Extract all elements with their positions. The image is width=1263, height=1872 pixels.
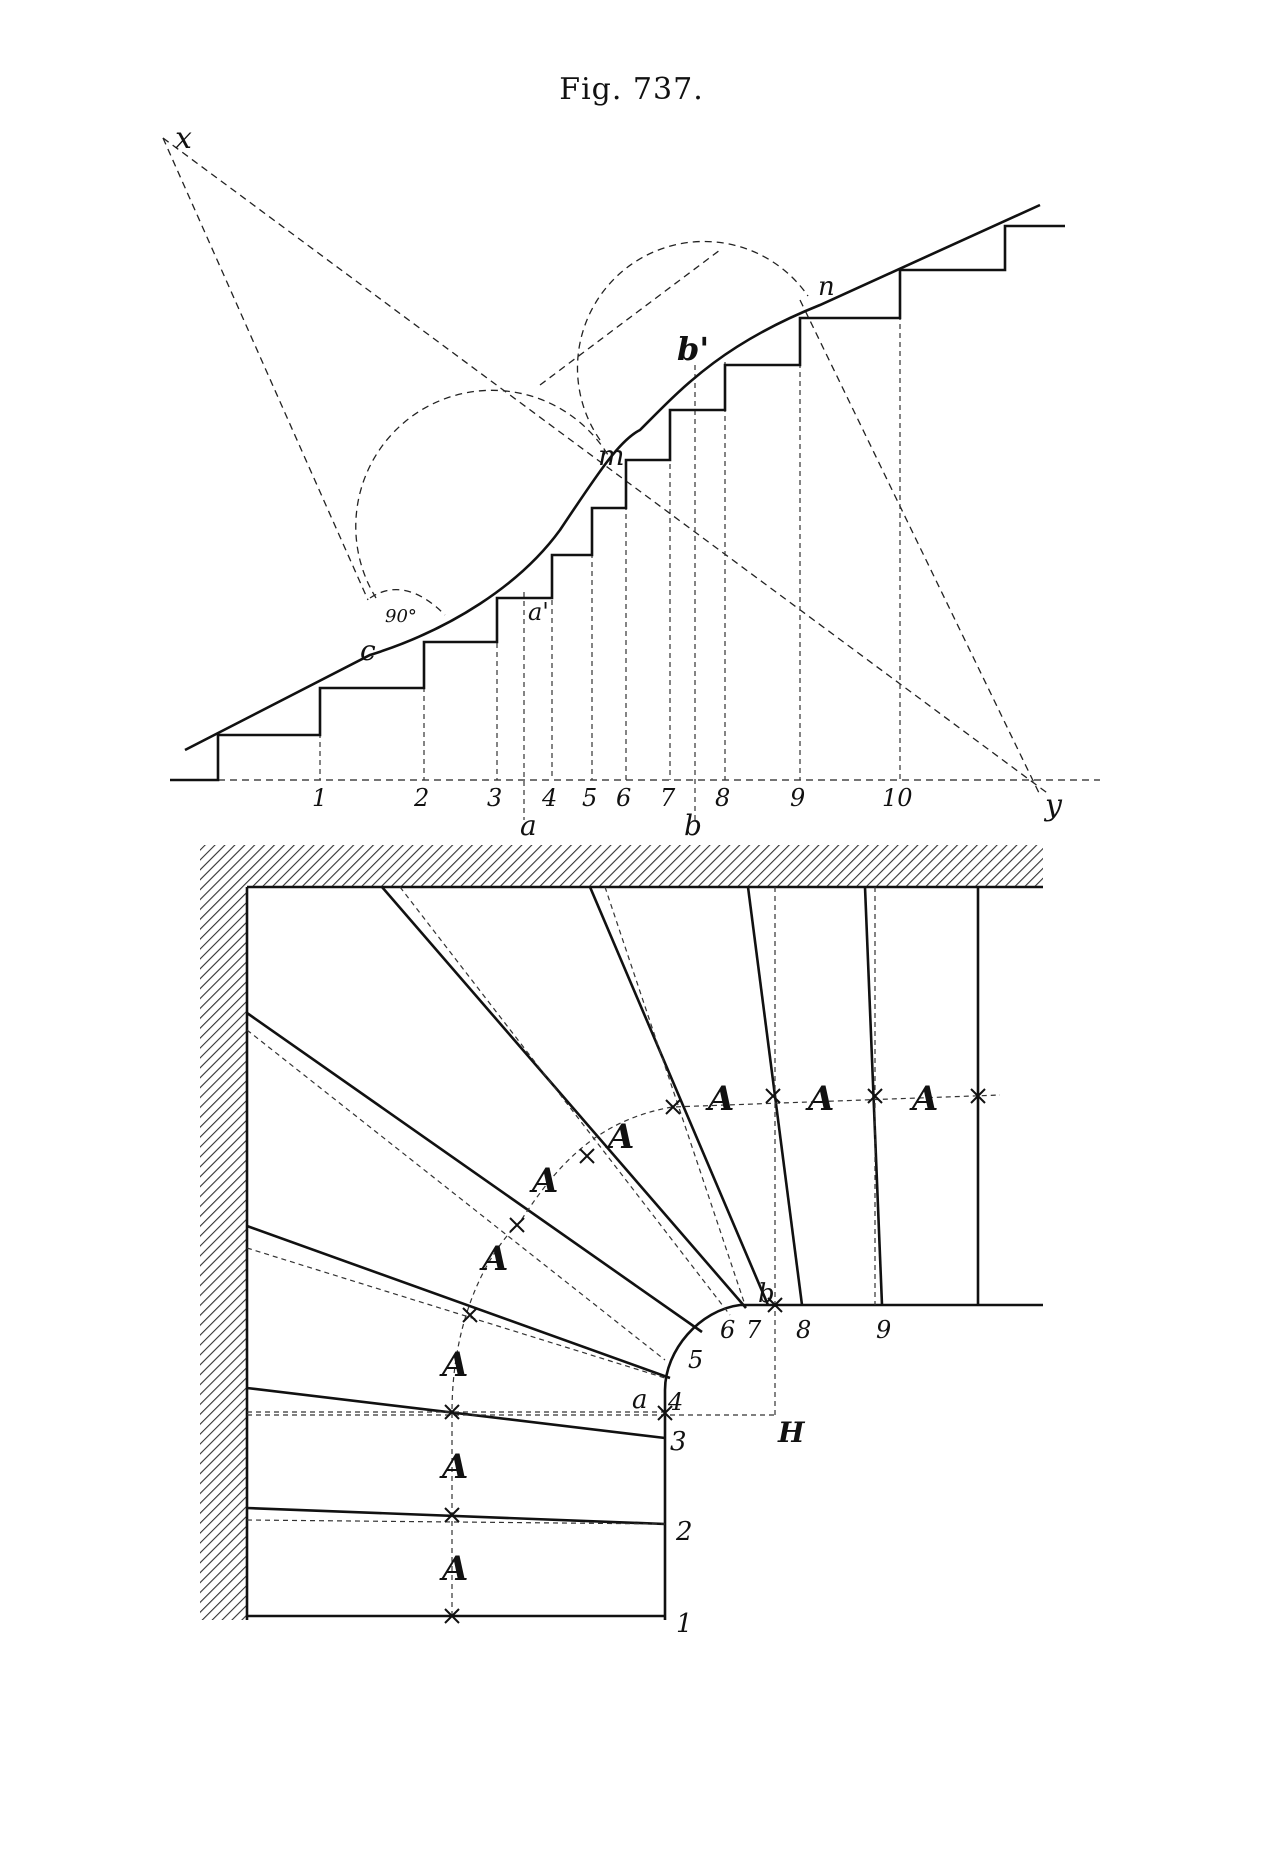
label-angle: 90° (385, 606, 417, 627)
construction-line-n-y (799, 299, 1041, 796)
walkline-label-A: A (479, 1239, 508, 1279)
walkline-label-A: A (529, 1161, 558, 1201)
label-axis-a: a (520, 809, 537, 842)
walkline-labels: A A A A A A A A A (439, 1079, 938, 1589)
label-axis-b: b (684, 809, 702, 842)
walkline-label-A: A (909, 1079, 938, 1119)
station-labels: 1 2 3 4 5 6 7 8 9 10 (312, 784, 913, 812)
label-m: m (598, 439, 625, 472)
stair-profile (170, 224, 1065, 782)
upper-arc (576, 240, 809, 441)
elevation-view: x y c m n b' a' 90° 1 2 3 4 5 6 7 8 9 10… (162, 121, 1100, 842)
label-b: b (758, 1279, 775, 1309)
label-x: x (175, 121, 192, 156)
label-H: H (777, 1416, 806, 1449)
station-label: 8 (715, 784, 730, 812)
station-label: 5 (582, 784, 597, 812)
station-label: 2 (413, 784, 429, 812)
station-label: 4 (541, 784, 557, 812)
wall-left (200, 845, 247, 1620)
stair-well-outline (663, 1303, 1043, 1620)
construction-line-x-c (162, 137, 369, 601)
walkline-label-A: A (605, 1117, 634, 1157)
walkline-label-A: A (705, 1079, 734, 1119)
walkline-label-A: A (439, 1345, 468, 1385)
label-n: n (818, 272, 835, 302)
station-label: 1 (312, 784, 327, 812)
step-label: 4 (667, 1388, 683, 1416)
figure-title: Fig. 737. (559, 72, 704, 107)
station-label: 3 (487, 784, 502, 812)
step-label: 5 (688, 1346, 703, 1374)
label-c: c (360, 634, 376, 667)
station-label: 9 (790, 784, 805, 812)
step-label: 9 (876, 1316, 891, 1344)
label-b-prime: b' (677, 330, 709, 368)
vertical-projection-lines (319, 270, 901, 820)
walkline-label-A: A (439, 1447, 468, 1487)
step-label: 1 (676, 1609, 693, 1639)
handrail-curve (184, 203, 1041, 752)
right-angle-mark (369, 589, 446, 616)
label-a-prime: a' (528, 598, 549, 626)
label-a: a (632, 1385, 648, 1415)
step-label: 3 (670, 1427, 687, 1457)
step-label: 6 (720, 1316, 735, 1344)
plan-step-labels: 1 2 3 4 5 6 7 8 9 (667, 1316, 891, 1639)
riser-lines (246, 886, 980, 1618)
walkline-marks (444, 1088, 986, 1624)
step-label: 8 (796, 1316, 811, 1344)
walkline-label-A: A (805, 1079, 834, 1119)
label-y: y (1043, 788, 1063, 823)
walkline-label-A: A (439, 1549, 468, 1589)
construction-line-x-y (162, 137, 1051, 796)
station-label: 10 (882, 784, 913, 812)
tangent-m-n (539, 249, 721, 386)
step-label: 2 (675, 1517, 693, 1547)
lower-arc (355, 389, 609, 599)
station-label: 6 (616, 784, 631, 812)
station-label: 7 (660, 784, 676, 812)
step-label: 7 (746, 1316, 762, 1344)
walking-line (451, 1094, 1001, 1616)
plan-view: A A A A A A A A A 1 2 3 4 5 6 7 8 9 (200, 845, 1043, 1639)
wall-top (200, 845, 1043, 887)
